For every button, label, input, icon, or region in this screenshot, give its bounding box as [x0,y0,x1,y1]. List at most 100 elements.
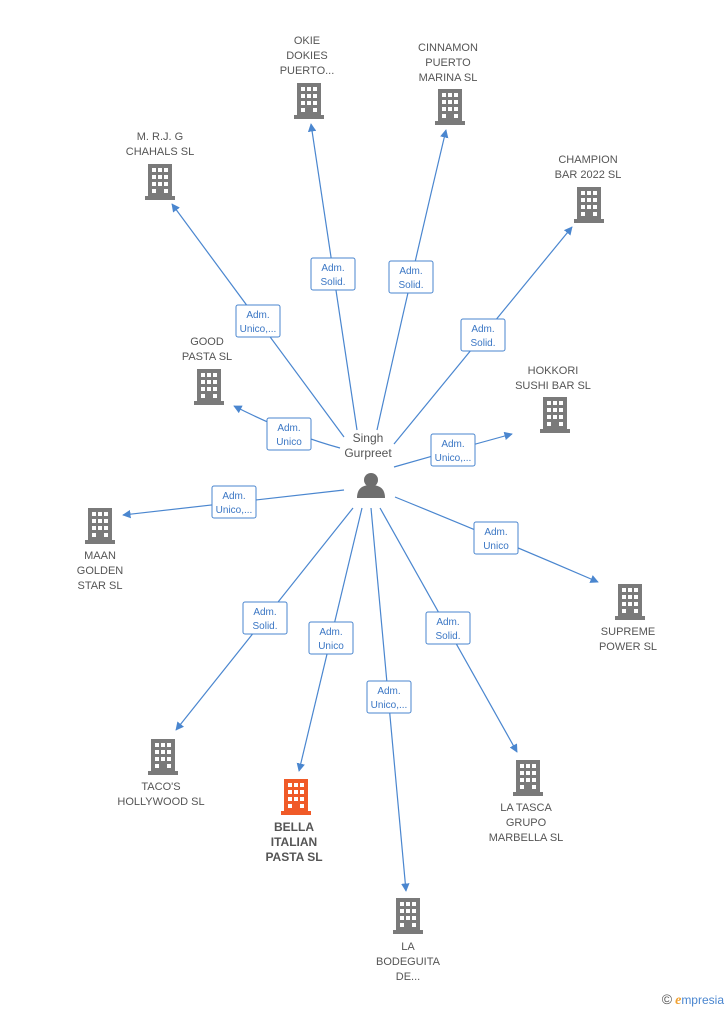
role-badge-box [460,318,506,352]
role-badge-okie[interactable]: Adm. Solid. [310,257,356,291]
building-icon [145,164,175,200]
role-badge-maan[interactable]: Adm. Unico,... [211,485,257,519]
nodes-layer: OKIEDOKIESPUERTO...CINNAMONPUERTOMARINA … [77,35,657,983]
company-name-line: TACO'S [141,781,180,793]
company-name-line: PUERTO [425,57,471,69]
company-node-mrjg[interactable]: M. R.J. G CHAHALS SL [126,131,194,200]
role-text-line: Solid. [320,277,345,288]
role-text-line: Unico,... [435,453,472,464]
company-node-okie[interactable]: OKIEDOKIESPUERTO... [280,35,335,119]
building-icon [85,508,115,544]
role-text-line: Unico [276,437,302,448]
role-badge-box [242,601,288,635]
company-node-bodeguita[interactable]: LABODEGUITADE... [376,898,441,983]
role-badge-box [388,260,434,294]
company-name-line: STAR SL [77,580,122,592]
company-name-line: OKIE [294,35,320,47]
company-name-line: GOLDEN [77,565,124,577]
company-name-line: BODEGUITA [376,956,441,968]
role-text-line: Adm. [321,263,344,274]
role-text-line: Adm. [319,627,342,638]
role-text-line: Unico,... [216,505,253,516]
company-name-line: CINNAMON [418,42,478,54]
company-name-line: ITALIAN [271,835,317,849]
role-badge-tasca[interactable]: Adm. Solid. [425,611,471,645]
role-text-line: Unico [318,641,344,652]
company-name-line: CHAMPION [558,154,617,166]
role-text-line: Unico [483,541,509,552]
role-text-line: Unico,... [371,700,408,711]
company-node-maan[interactable]: MAAN GOLDEN STAR SL [77,508,124,592]
role-badge-supreme[interactable]: Adm. Unico [473,521,519,555]
role-text-line: Solid. [398,280,423,291]
company-node-supreme[interactable]: SUPREME POWER SL [599,584,657,653]
company-name-line: HOLLYWOOD SL [117,796,204,808]
building-icon [148,739,178,775]
company-name-line: LA TASCA [500,802,552,814]
role-badge-box [235,304,281,338]
role-badge-box [473,521,519,555]
role-badge-cinnamon[interactable]: Adm. Solid. [388,260,434,294]
role-badge-box [308,621,354,655]
company-name-line: MAAN [84,550,116,562]
company-name-line: HOKKORI [528,365,579,377]
role-text-line: Solid. [435,631,460,642]
role-badge-mrjg[interactable]: Adm. Unico,... [235,304,281,338]
company-name-line: SUSHI BAR SL [515,380,591,392]
building-icon [574,187,604,223]
company-name-line: CHAHALS SL [126,146,194,158]
role-text-line: Adm. [377,686,400,697]
role-text-line: Adm. [436,617,459,628]
role-badge-bella[interactable]: Adm. Unico [308,621,354,655]
copyright-symbol: © [661,991,673,1007]
edges-layer: Adm.Solid.Adm.Solid.Adm.Unico,...Adm.Sol… [122,123,599,892]
role-badge-good[interactable]: Adm. Unico [266,417,312,451]
company-name-line: MARBELLA SL [489,832,564,844]
company-node-tacos[interactable]: TACO'S HOLLYWOOD SL [117,739,205,808]
role-text-line: Adm. [399,266,422,277]
company-name-line: SUPREME [601,626,655,638]
building-icon [194,369,224,405]
building-icon [393,898,423,934]
role-text-line: Adm. [277,423,300,434]
company-name-line: LA [401,941,415,953]
building-icon [615,584,645,620]
building-icon [540,397,570,433]
building-icon [281,779,311,815]
role-text-line: Adm. [441,439,464,450]
role-text-line: Adm. [246,310,269,321]
role-badge-box [425,611,471,645]
person-name-line-1: Singh [353,431,384,445]
company-name-line: GOOD [190,336,224,348]
company-node-cinnamon[interactable]: CINNAMON PUERTO MARINA SL [418,42,478,125]
company-name-line: M. R.J. G [137,131,183,143]
company-name-line: PASTA SL [265,850,322,864]
person-name-line-2: Gurpreet [344,446,392,460]
company-name-line: POWER SL [599,641,657,653]
role-badge-bodeguita[interactable]: Adm. Unico,... [366,680,412,714]
role-badge-box [430,433,476,467]
role-text-line: Adm. [484,527,507,538]
brand-initial: e [675,993,682,1008]
role-text-line: Unico,... [240,324,277,335]
role-text-line: Adm. [222,491,245,502]
building-icon [435,89,465,125]
role-text-line: Adm. [253,607,276,618]
role-badge-champion[interactable]: Adm.Solid. [460,318,506,352]
role-badge-tacos[interactable]: Adm.Solid. [242,601,288,635]
role-badge-box [266,417,312,451]
company-node-hokkori[interactable]: HOKKORI SUSHI BAR SL [515,365,591,433]
role-badge-box [310,257,356,291]
center-person[interactable]: Singh Gurpreet [344,431,392,498]
company-name-line: MARINA SL [419,72,478,84]
empresia-credit[interactable]: ©empresia [662,991,724,1009]
company-name-line: DOKIES [286,50,328,62]
company-name-line: BELLA [274,820,314,834]
person-icon [357,473,385,498]
role-badge-hokkori[interactable]: Adm. Unico,... [430,433,476,467]
